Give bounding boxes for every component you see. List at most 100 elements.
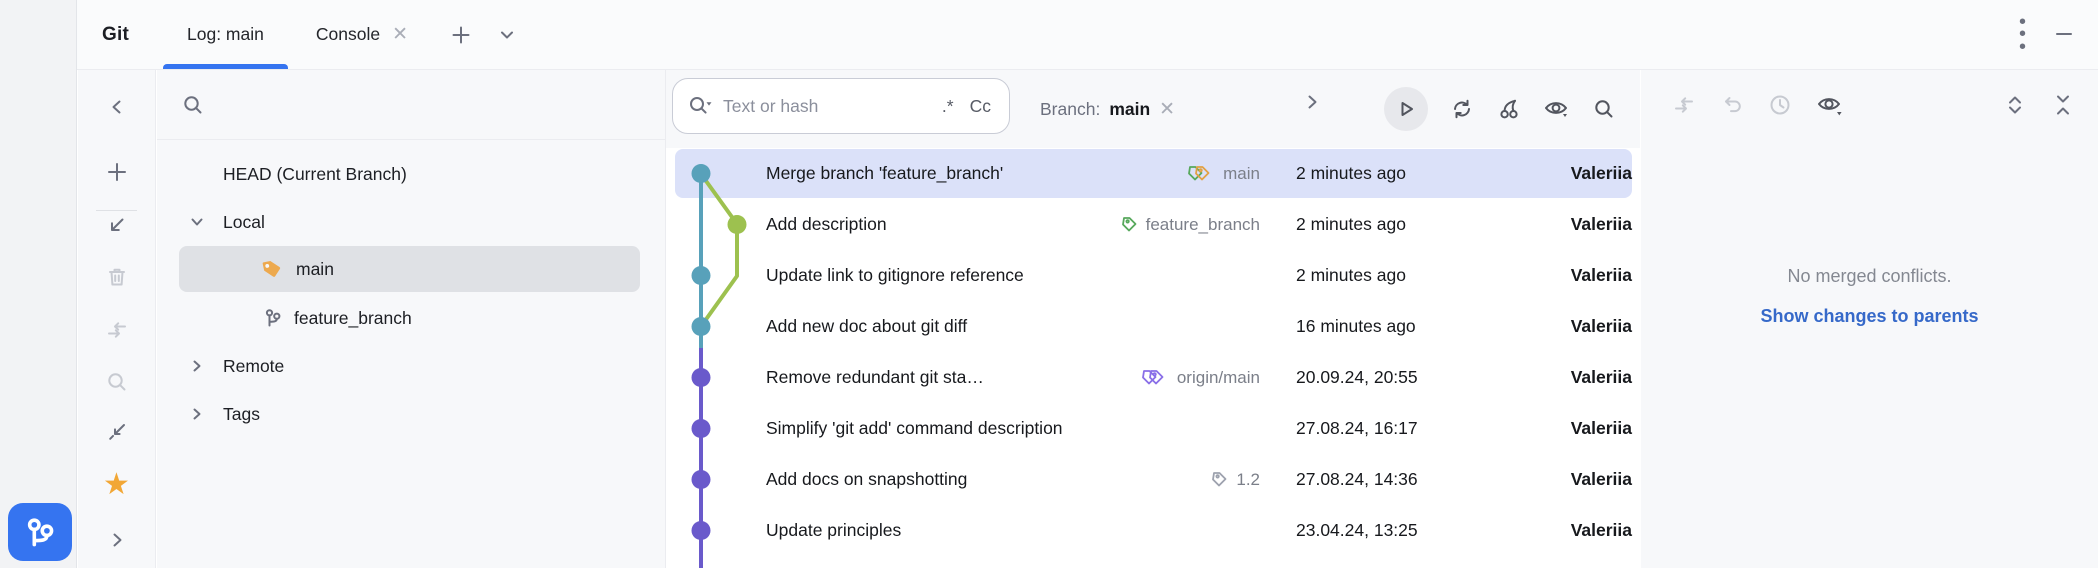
commit-author: Valeriia	[1570, 316, 1632, 336]
commit-date: 20.09.24, 20:55	[1296, 367, 1418, 387]
chevron-right-icon[interactable]	[187, 405, 207, 423]
commit-row[interactable]: Merge branch 'feature_branch' main 2 min…	[666, 148, 1640, 199]
commit-row[interactable]: Update principles 23.04.24, 13:25 Valeri…	[666, 505, 1640, 556]
eye-icon[interactable]	[1815, 91, 1845, 119]
close-icon[interactable]: ✕	[1159, 98, 1176, 120]
more-options-icon[interactable]: •••	[2018, 10, 2026, 58]
chevron-right-icon	[1308, 95, 1317, 109]
expand-panel-button[interactable]	[100, 523, 134, 557]
commit-date: 16 minutes ago	[1296, 316, 1416, 336]
log-toolbar: .* Cc Branch: main ✕	[666, 70, 1640, 148]
swap-arrows-icon[interactable]	[1671, 92, 1697, 118]
commit-log-panel: .* Cc Branch: main ✕	[666, 70, 1640, 568]
commit-subject: Add new doc about git diff	[766, 316, 968, 336]
tool-window-stripe	[0, 0, 77, 568]
details-toolbar	[1641, 70, 2098, 140]
refresh-icon[interactable]	[1449, 96, 1475, 122]
arrow-down-left-icon	[110, 218, 123, 231]
play-icon	[1401, 102, 1413, 116]
tree-item-feature-branch[interactable]: feature_branch	[157, 294, 665, 342]
log-search-field[interactable]: .* Cc	[672, 78, 1010, 134]
commit-subject: Simplify 'git add' command description	[766, 418, 1063, 438]
regex-toggle[interactable]: .*	[941, 95, 954, 116]
fetch-button[interactable]	[100, 313, 134, 347]
merge-conflicts-status: No merged conflicts.	[1787, 266, 1952, 286]
ref-label: feature_branch	[1145, 214, 1260, 234]
commit-author: Valeriia	[1570, 520, 1632, 540]
details-content: No merged conflicts. Show changes to par…	[1641, 266, 2098, 327]
compare-branches-icon	[108, 424, 125, 440]
chevron-down-icon[interactable]	[187, 213, 207, 231]
filter-label: Branch:	[1040, 98, 1101, 119]
tab-console[interactable]: Console ✕	[290, 0, 434, 69]
search-input[interactable]	[723, 95, 926, 117]
add-tab-button[interactable]	[444, 18, 478, 52]
commit-subject: Remove redundant git sta…	[766, 367, 984, 387]
git-branch-logo-icon	[27, 518, 54, 547]
commit-subject: Update principles	[766, 520, 902, 540]
undo-icon[interactable]	[1719, 92, 1745, 118]
branch-filter-chip[interactable]: Branch: main ✕	[1040, 70, 1175, 148]
delete-branch-button[interactable]	[100, 260, 134, 294]
ref-label: 1.2	[1236, 469, 1260, 489]
eye-icon[interactable]	[1543, 96, 1571, 122]
tag-icon	[262, 260, 281, 277]
tab-log-main[interactable]: Log: main	[161, 0, 290, 69]
search-with-history-icon[interactable]	[687, 94, 713, 118]
commit-row[interactable]: Add new doc about git diff 16 minutes ag…	[666, 301, 1640, 352]
tab-label: Console	[315, 24, 381, 44]
commit-row[interactable]: Add description feature_branch 2 minutes…	[666, 199, 1640, 250]
collapse-all-icon[interactable]	[2050, 92, 2076, 118]
branch-icon	[265, 309, 281, 327]
tag-icon	[1121, 216, 1137, 231]
commit-row[interactable]: Update link to gitignore reference 2 min…	[666, 250, 1640, 301]
tab-bar: Log: main Console ✕	[161, 0, 434, 69]
cherry-pick-icon[interactable]	[1496, 96, 1522, 122]
commit-row[interactable]: Simplify 'git add' command description 2…	[666, 403, 1640, 454]
chevron-down-icon	[501, 31, 513, 38]
search-branches-button[interactable]	[100, 365, 134, 399]
commit-date: 2 minutes ago	[1296, 163, 1406, 183]
tree-item-label: Tags	[223, 403, 260, 424]
commit-refs: main	[1186, 163, 1260, 185]
chevron-left-icon	[112, 100, 120, 114]
commit-author: Valeriia	[1570, 367, 1632, 387]
tab-list-dropdown[interactable]	[490, 18, 524, 52]
hide-panel-button[interactable]	[100, 90, 134, 124]
go-to-hash-button[interactable]	[1302, 92, 1322, 112]
tree-item-main[interactable]: main	[157, 246, 665, 294]
commit-row[interactable]: Remove redundant git sta… origin/main 20…	[666, 352, 1640, 403]
double-tag-icon	[1188, 165, 1210, 180]
show-changes-link[interactable]: Show changes to parents	[1760, 306, 1979, 326]
tree-item-label: Local	[223, 211, 265, 232]
commit-refs: feature_branch	[1117, 214, 1260, 236]
close-icon[interactable]: ✕	[392, 24, 408, 45]
commit-row[interactable]: Add docs on snapshotting 1.2 27.08.24, 1…	[666, 454, 1640, 505]
tree-item-tags[interactable]: Tags	[157, 390, 665, 438]
compare-branches-button[interactable]	[100, 415, 134, 449]
log-toolbar-actions	[1384, 70, 1616, 148]
clock-icon[interactable]	[1767, 92, 1793, 118]
plus-icon	[107, 163, 126, 181]
tree-item-remote[interactable]: Remote	[157, 342, 665, 390]
minimize-icon[interactable]	[2052, 22, 2076, 46]
branches-search-bar[interactable]	[157, 70, 665, 140]
favorite-branches-toggle[interactable]: ★	[100, 468, 134, 502]
filter-value: main	[1109, 98, 1151, 119]
checkout-button[interactable]	[100, 208, 134, 242]
search-icon[interactable]	[1592, 97, 1616, 121]
commit-author: Valeriia	[1570, 418, 1632, 438]
git-tool-window-button[interactable]	[8, 503, 72, 561]
expand-all-icon[interactable]	[2002, 92, 2028, 118]
log-side-toolbar: ★	[78, 70, 156, 568]
update-arrows-icon	[107, 322, 126, 338]
commit-subject: Update link to gitignore reference	[766, 265, 1024, 285]
resume-indexing-button[interactable]	[1384, 87, 1428, 131]
tree-item-local[interactable]: Local	[157, 198, 665, 246]
chevron-right-icon[interactable]	[187, 357, 207, 375]
match-case-toggle[interactable]: Cc	[969, 95, 991, 116]
new-branch-button[interactable]	[100, 155, 134, 189]
tree-item-head[interactable]: HEAD (Current Branch)	[157, 150, 665, 198]
favorite-star-icon: ★	[103, 468, 130, 501]
chevron-right-icon	[113, 533, 121, 547]
